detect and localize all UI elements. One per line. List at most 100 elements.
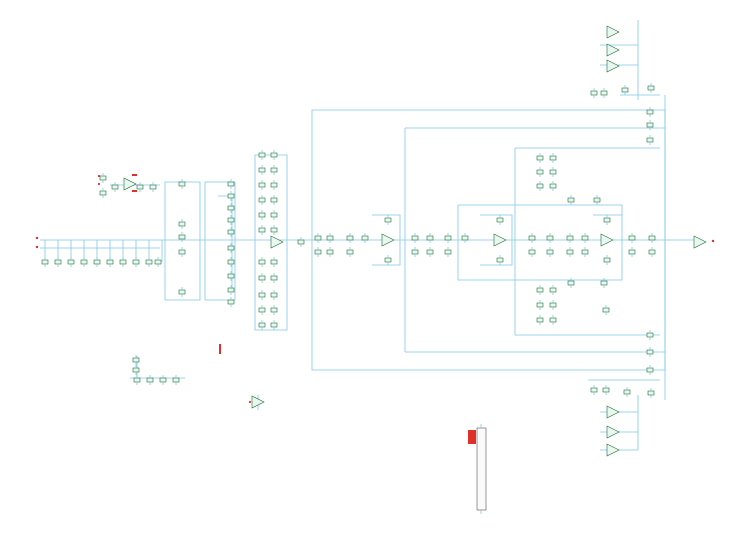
port-marker-icon	[219, 344, 221, 354]
port-marker-icon	[35, 245, 39, 249]
resistor-icon	[314, 247, 322, 257]
resistor-icon	[496, 255, 504, 265]
op-amp-icon	[123, 177, 137, 191]
resistor-icon	[258, 150, 266, 160]
resistor-icon	[314, 233, 322, 243]
resistor-icon	[154, 257, 162, 267]
port-marker-icon	[132, 174, 137, 176]
resistor-icon	[628, 233, 636, 243]
op-amp-icon	[270, 235, 284, 249]
port-marker-icon	[97, 182, 101, 186]
resistor-icon	[581, 247, 589, 257]
resistor-icon	[132, 355, 140, 365]
resistor-icon	[346, 247, 354, 257]
resistor-icon	[227, 257, 235, 267]
resistor-icon	[567, 278, 575, 288]
connector-header-icon	[476, 427, 487, 511]
resistor-icon	[258, 210, 266, 220]
resistor-icon	[536, 315, 544, 325]
resistor-icon	[149, 182, 157, 192]
resistor-icon	[258, 290, 266, 300]
resistor-icon	[227, 215, 235, 225]
resistor-icon	[258, 257, 266, 267]
resistor-icon	[546, 247, 554, 257]
resistor-icon	[133, 375, 141, 385]
resistor-icon	[270, 305, 278, 315]
resistor-icon	[178, 219, 186, 229]
resistor-icon	[297, 237, 305, 247]
resistor-icon	[528, 233, 536, 243]
resistor-icon	[549, 181, 557, 191]
resistor-icon	[258, 305, 266, 315]
resistor-icon	[146, 375, 154, 385]
resistor-icon	[106, 257, 114, 267]
resistor-icon	[590, 385, 598, 395]
resistor-icon	[258, 320, 266, 330]
resistor-icon	[623, 387, 631, 397]
op-amp-icon	[606, 405, 620, 419]
resistor-icon	[227, 179, 235, 189]
resistor-icon	[566, 233, 574, 243]
port-marker-icon	[97, 174, 101, 178]
resistor-icon	[178, 232, 186, 242]
resistor-icon	[178, 179, 186, 189]
resistor-icon	[444, 233, 452, 243]
port-marker-icon	[35, 236, 39, 240]
resistor-icon	[600, 88, 608, 98]
resistor-icon	[647, 83, 655, 93]
resistor-icon	[41, 257, 49, 267]
resistor-icon	[99, 173, 107, 183]
resistor-icon	[227, 227, 235, 237]
resistor-icon	[270, 320, 278, 330]
resistor-icon	[270, 257, 278, 267]
resistor-icon	[603, 215, 611, 225]
resistor-icon	[549, 285, 557, 295]
resistor-icon	[549, 300, 557, 310]
resistor-icon	[567, 195, 575, 205]
resistor-icon	[646, 107, 654, 117]
resistor-icon	[111, 182, 119, 192]
resistor-icon	[80, 257, 88, 267]
resistor-icon	[536, 285, 544, 295]
resistor-icon	[646, 135, 654, 145]
resistor-icon	[593, 195, 601, 205]
resistor-icon	[581, 233, 589, 243]
resistor-icon	[136, 182, 144, 192]
resistor-icon	[646, 347, 654, 357]
components	[41, 25, 707, 457]
resistor-icon	[258, 180, 266, 190]
resistor-icon	[536, 300, 544, 310]
resistor-icon	[270, 210, 278, 220]
op-amp-icon	[606, 425, 620, 439]
resistor-icon	[628, 247, 636, 257]
resistor-icon	[346, 233, 354, 243]
resistor-icon	[67, 257, 75, 267]
resistor-icon	[54, 257, 62, 267]
op-amp-icon	[606, 43, 620, 57]
op-amp-icon	[381, 233, 395, 247]
resistor-icon	[600, 278, 608, 288]
port-marker-icon	[132, 190, 137, 192]
resistor-icon	[270, 195, 278, 205]
op-amp-icon	[606, 59, 620, 73]
resistor-icon	[227, 243, 235, 253]
resistor-icon	[145, 257, 153, 267]
resistor-icon	[603, 255, 611, 265]
resistor-icon	[549, 153, 557, 163]
op-amp-icon	[606, 443, 620, 457]
resistor-icon	[590, 88, 598, 98]
resistor-icon	[549, 315, 557, 325]
resistor-icon	[99, 188, 107, 198]
resistor-icon	[602, 305, 610, 315]
connector-header	[468, 424, 487, 514]
resistor-icon	[227, 297, 235, 307]
resistor-icon	[646, 365, 654, 375]
resistor-icon	[132, 365, 140, 375]
resistor-icon	[646, 120, 654, 130]
ports	[35, 174, 715, 404]
resistor-icon	[566, 247, 574, 257]
resistor-icon	[258, 225, 266, 235]
resistor-icon	[648, 233, 656, 243]
resistor-icon	[546, 233, 554, 243]
